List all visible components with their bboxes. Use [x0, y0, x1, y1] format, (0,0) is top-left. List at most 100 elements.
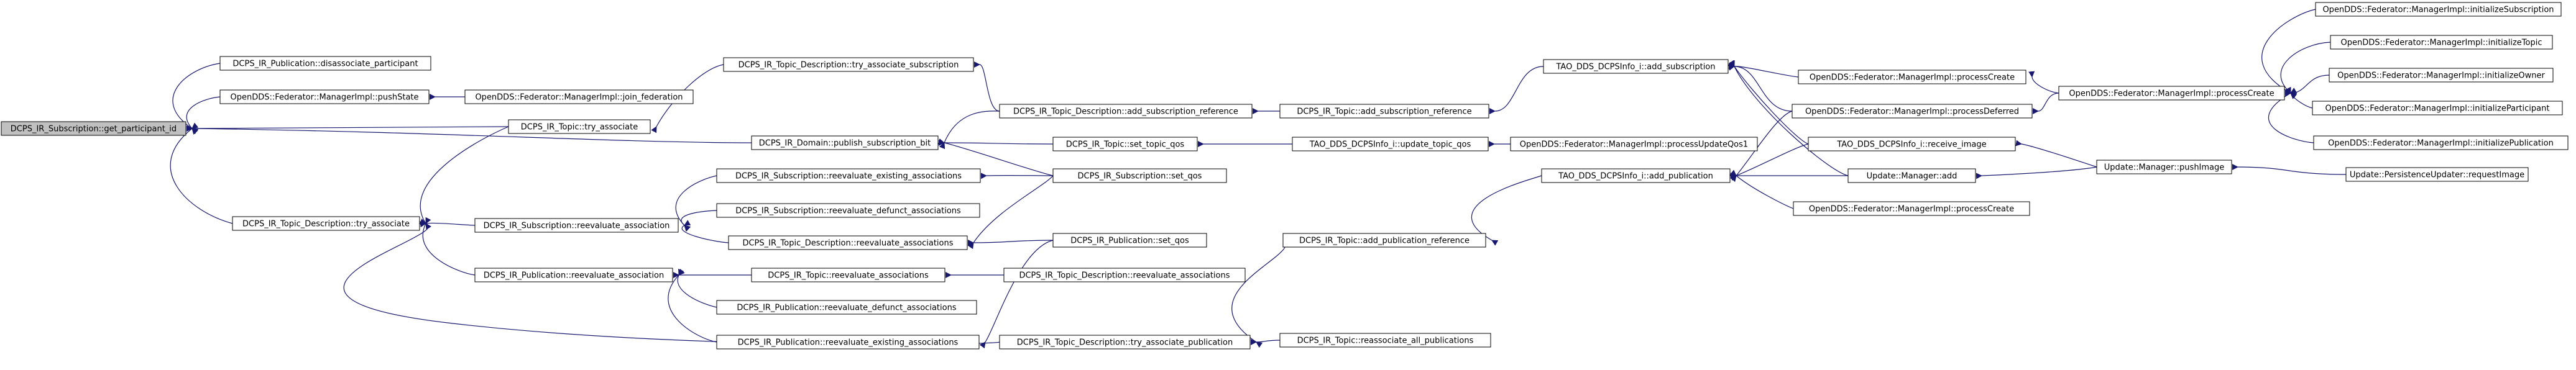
- node-box[interactable]: [2330, 35, 2553, 50]
- call-edge-n13-n18: [2028, 71, 2059, 94]
- graph-node-root[interactable]: DCPS_IR_Subscription::get_participant_id: [1, 121, 186, 136]
- node-box[interactable]: [464, 89, 694, 104]
- graph-node[interactable]: DCPS_IR_Topic_Description::reevaluate_as…: [728, 235, 968, 250]
- graph-node[interactable]: DCPS_IR_Subscription::reevaluate_defunct…: [716, 203, 980, 218]
- graph-node[interactable]: DCPS_IR_Domain::publish_subscription_bit: [751, 135, 939, 150]
- graph-node[interactable]: Update::Manager::add: [1847, 168, 1976, 183]
- call-edge-n28-n35: [422, 217, 476, 276]
- node-box[interactable]: [999, 335, 1251, 350]
- node-box[interactable]: [232, 216, 420, 231]
- node-box[interactable]: [1510, 137, 1758, 151]
- node-box[interactable]: [1052, 137, 1198, 151]
- node-box[interactable]: [1798, 70, 2026, 84]
- graph-node[interactable]: TAO_DDS_DCPSInfo_i::add_publication: [1541, 168, 1731, 183]
- node-box[interactable]: [751, 268, 945, 282]
- node-box[interactable]: [219, 89, 430, 104]
- node-box[interactable]: [1052, 233, 1207, 248]
- node-label: DCPS_IR_Topic::add_publication_reference: [1299, 237, 1470, 246]
- node-box[interactable]: [728, 235, 968, 250]
- graph-node[interactable]: DCPS_IR_Topic_Description::try_associate…: [723, 57, 974, 72]
- node-box[interactable]: [1003, 268, 1246, 282]
- node-box[interactable]: [2058, 86, 2285, 101]
- node-label: Update::PersistenceUpdater::requestImage: [2350, 171, 2524, 180]
- node-box[interactable]: [508, 119, 651, 134]
- graph-node[interactable]: DCPS_IR_Publication::reevaluate_existing…: [716, 335, 980, 350]
- graph-node[interactable]: DCPS_IR_Topic::add_publication_reference: [1282, 233, 1486, 248]
- graph-node[interactable]: OpenDDS::Federator::ManagerImpl::join_fe…: [464, 89, 694, 104]
- node-box[interactable]: [1793, 201, 2030, 216]
- node-label: DCPS_IR_Publication::reevaluate_defunct_…: [737, 304, 956, 313]
- graph-node[interactable]: OpenDDS::Federator::ManagerImpl::pushSta…: [219, 89, 430, 104]
- graph-node[interactable]: DCPS_IR_Topic_Description::try_associate…: [999, 335, 1251, 350]
- node-box[interactable]: [2313, 135, 2569, 150]
- graph-node[interactable]: OpenDDS::Federator::ManagerImpl::process…: [1793, 201, 2030, 216]
- node-label: DCPS_IR_Publication::disassociate_partic…: [232, 60, 418, 69]
- node-box[interactable]: [1541, 168, 1731, 183]
- node-box[interactable]: [1792, 104, 2033, 119]
- node-label: OpenDDS::Federator::ManagerImpl::join_fe…: [475, 93, 683, 102]
- graph-node[interactable]: OpenDDS::Federator::ManagerImpl::process…: [1798, 70, 2026, 84]
- node-box[interactable]: [2315, 2, 2562, 17]
- graph-node[interactable]: DCPS_IR_Subscription::set_qos: [1052, 168, 1227, 183]
- graph-node[interactable]: OpenDDS::Federator::ManagerImpl::process…: [1792, 104, 2033, 119]
- graph-node[interactable]: DCPS_IR_Publication::reevaluate_defunct_…: [716, 300, 977, 315]
- node-box[interactable]: [474, 218, 679, 233]
- graph-node[interactable]: OpenDDS::Federator::ManagerImpl::initial…: [2313, 135, 2569, 150]
- node-box[interactable]: [716, 168, 981, 183]
- call-edge-n26-n17: [1729, 169, 1794, 209]
- node-box[interactable]: [474, 268, 673, 282]
- node-box[interactable]: [1808, 137, 2016, 151]
- node-box[interactable]: [716, 203, 980, 218]
- graph-node[interactable]: Update::PersistenceUpdater::requestImage: [2345, 167, 2529, 182]
- node-box[interactable]: [2329, 68, 2554, 83]
- graph-node[interactable]: DCPS_IR_Subscription::reevaluate_associa…: [474, 218, 679, 233]
- graph-node[interactable]: OpenDDS::Federator::ManagerImpl::process…: [2058, 86, 2285, 101]
- node-label: DCPS_IR_Topic_Description::reevaluate_as…: [742, 239, 953, 248]
- call-edge-n28-n4: [420, 126, 509, 230]
- node-box[interactable]: [219, 56, 431, 71]
- graph-node[interactable]: OpenDDS::Federator::ManagerImpl::initial…: [2330, 35, 2553, 50]
- graph-node[interactable]: TAO_DDS_DCPSInfo_i::update_topic_qos: [1292, 137, 1489, 151]
- node-box[interactable]: [1052, 168, 1227, 183]
- node-label: DCPS_IR_Topic::set_topic_qos: [1066, 140, 1185, 150]
- node-box[interactable]: [999, 104, 1253, 119]
- node-box[interactable]: [1292, 137, 1489, 151]
- node-box[interactable]: [1543, 59, 1729, 74]
- call-edge-n35-n39: [668, 268, 717, 343]
- node-box[interactable]: [716, 335, 980, 350]
- call-edge-n8-n15: [1728, 60, 1809, 145]
- node-label: OpenDDS::Federator::ManagerImpl::initial…: [2328, 139, 2554, 148]
- node-box[interactable]: [716, 300, 977, 315]
- graph-node[interactable]: TAO_DDS_DCPSInfo_i::add_subscription: [1543, 59, 1729, 74]
- graph-node[interactable]: DCPS_IR_Publication::reevaluate_associat…: [474, 268, 673, 282]
- graph-node[interactable]: DCPS_IR_Topic_Description::try_associate: [232, 216, 420, 231]
- graph-node[interactable]: DCPS_IR_Topic::set_topic_qos: [1052, 137, 1198, 151]
- graph-node[interactable]: OpenDDS::Federator::ManagerImpl::initial…: [2312, 101, 2563, 115]
- graph-node[interactable]: OpenDDS::Federator::ManagerImpl::process…: [1510, 137, 1758, 151]
- node-box[interactable]: [1, 121, 186, 136]
- node-box[interactable]: [723, 57, 974, 72]
- graph-node[interactable]: Update::Manager::pushImage: [2096, 160, 2232, 174]
- graph-node[interactable]: DCPS_IR_Topic::try_associate: [508, 119, 651, 134]
- graph-node[interactable]: DCPS_IR_Publication::disassociate_partic…: [219, 56, 431, 71]
- graph-node[interactable]: DCPS_IR_Topic::add_subscription_referenc…: [1279, 104, 1489, 119]
- node-box[interactable]: [1282, 233, 1486, 248]
- node-box[interactable]: [1847, 168, 1976, 183]
- graph-node[interactable]: DCPS_IR_Topic_Description::reevaluate_as…: [1003, 268, 1246, 282]
- graph-node[interactable]: DCPS_IR_Subscription::reevaluate_existin…: [716, 168, 981, 183]
- graph-node[interactable]: OpenDDS::Federator::ManagerImpl::initial…: [2315, 2, 2562, 17]
- graph-node[interactable]: DCPS_IR_Topic_Description::add_subscript…: [999, 104, 1253, 119]
- node-box[interactable]: [1279, 333, 1491, 348]
- graph-node[interactable]: TAO_DDS_DCPSInfo_i::receive_image: [1808, 137, 2016, 151]
- node-box[interactable]: [2312, 101, 2563, 115]
- graph-node[interactable]: DCPS_IR_Topic::reevaluate_associations: [751, 268, 945, 282]
- node-box[interactable]: [751, 135, 939, 150]
- node-box[interactable]: [1279, 104, 1489, 119]
- graph-node[interactable]: DCPS_IR_Topic::reassociate_all_publicati…: [1279, 333, 1491, 348]
- node-box[interactable]: [2096, 160, 2232, 174]
- call-edge-n0-n1: [172, 63, 221, 135]
- call-edge-n18-n23: [2268, 88, 2314, 143]
- node-box[interactable]: [2345, 167, 2529, 182]
- graph-node[interactable]: OpenDDS::Federator::ManagerImpl::initial…: [2329, 68, 2554, 83]
- graph-node[interactable]: DCPS_IR_Publication::set_qos: [1052, 233, 1207, 248]
